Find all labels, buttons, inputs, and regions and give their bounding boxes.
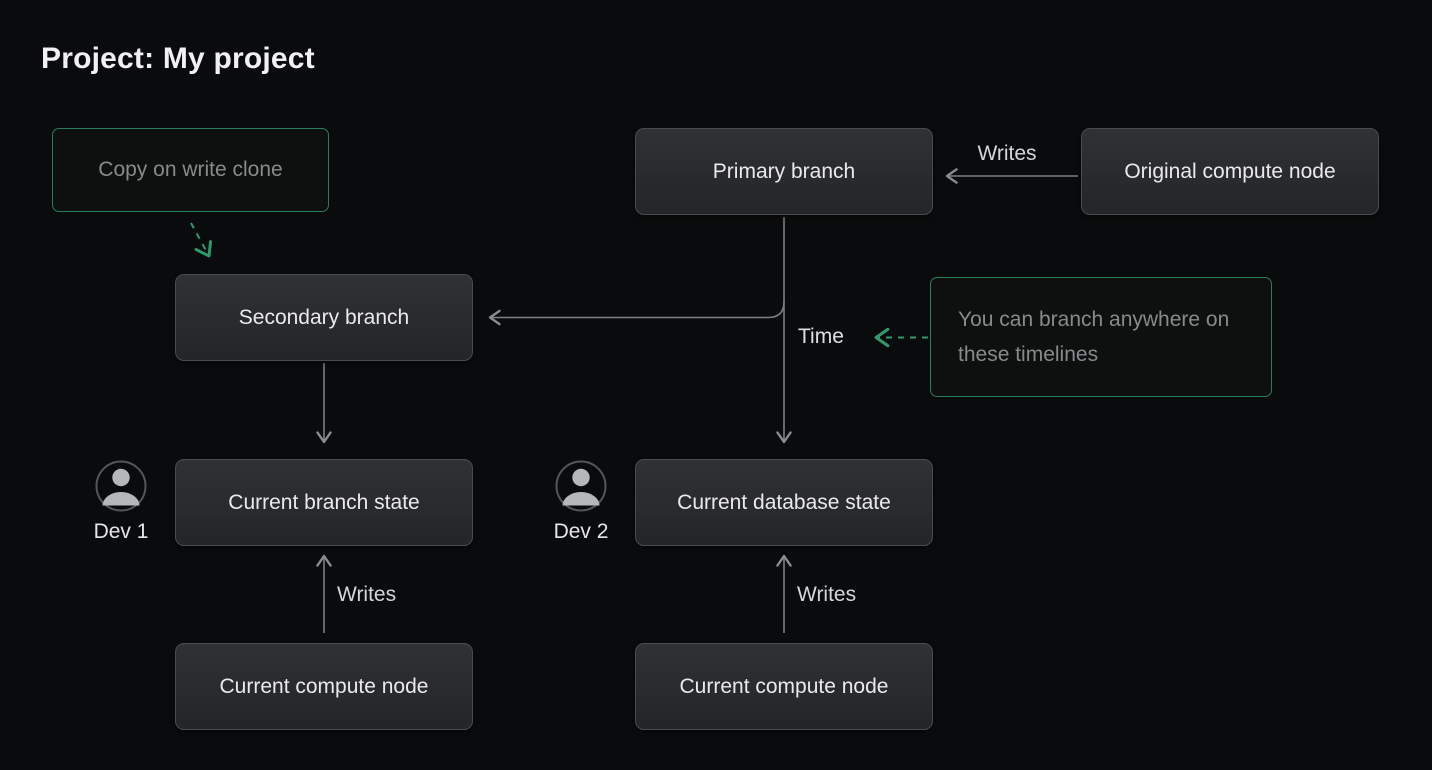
note-copy-on-write-clone-label: Copy on write clone	[98, 158, 283, 181]
node-current-compute-node-left: Current compute node	[175, 643, 473, 730]
actor-dev1: Dev 1	[91, 460, 151, 544]
node-current-database-state: Current database state	[635, 459, 933, 546]
actor-dev2-label: Dev 2	[553, 520, 609, 543]
edge-label-time: Time	[798, 325, 844, 348]
node-current-branch-state: Current branch state	[175, 459, 473, 546]
edge-label-writes-left: Writes	[337, 583, 397, 606]
node-primary-branch: Primary branch	[635, 128, 933, 215]
note-branch-anywhere-label: You can branch anywhere on these timelin…	[958, 308, 1230, 366]
node-current-compute-node-right: Current compute node	[635, 643, 933, 730]
person-icon	[555, 460, 607, 512]
actor-dev1-label: Dev 1	[93, 520, 149, 543]
node-original-compute-node-label: Original compute node	[1124, 159, 1336, 183]
edge-copy-on-write	[190, 222, 213, 258]
node-current-branch-state-label: Current branch state	[228, 490, 420, 514]
note-branch-anywhere: You can branch anywhere on these timelin…	[930, 277, 1272, 397]
page-title: Project: My project	[41, 42, 315, 75]
node-current-compute-node-left-label: Current compute node	[219, 674, 429, 698]
node-current-compute-node-right-label: Current compute node	[679, 674, 889, 698]
edge-label-writes-top: Writes	[977, 142, 1037, 165]
node-primary-branch-label: Primary branch	[712, 159, 856, 183]
person-icon	[95, 460, 147, 512]
node-original-compute-node: Original compute node	[1081, 128, 1379, 215]
actor-dev2: Dev 2	[551, 460, 611, 544]
edge-branch-to-secondary	[488, 301, 785, 326]
node-secondary-branch: Secondary branch	[175, 274, 473, 361]
edge-label-writes-right: Writes	[797, 583, 857, 606]
node-current-database-state-label: Current database state	[677, 490, 891, 514]
note-copy-on-write-clone: Copy on write clone	[52, 128, 329, 212]
node-secondary-branch-label: Secondary branch	[238, 305, 410, 329]
